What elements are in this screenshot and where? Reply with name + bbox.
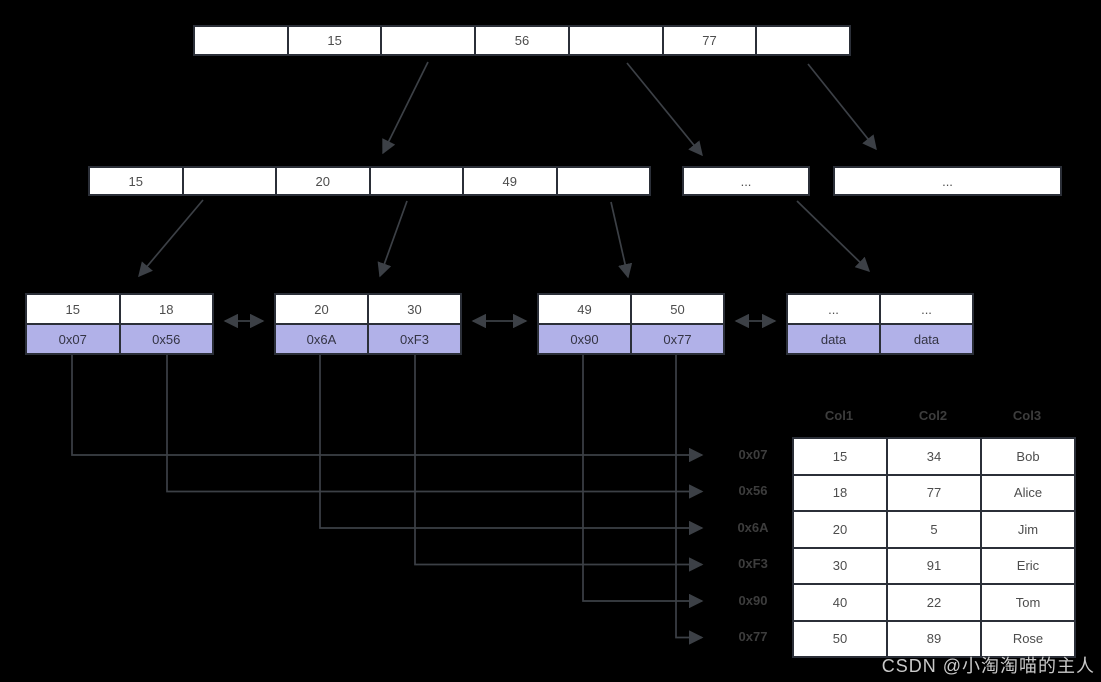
internal-cell: ... xyxy=(740,173,752,189)
internal-cell: ... xyxy=(942,173,953,189)
root-cell: 77 xyxy=(664,27,758,54)
leaf-pointer-cell: 0x07 xyxy=(27,325,121,353)
leaf-pointer-cell: 0x90 xyxy=(539,325,632,353)
pointer-connector-0x07 xyxy=(71,353,704,463)
leaf-key-cell: 18 xyxy=(120,295,212,323)
watermark: CSDN @小淘淘喵的主人 xyxy=(881,656,1095,676)
internal-cell: 20 xyxy=(277,168,371,194)
leaf-pointer-cell: data xyxy=(881,325,972,353)
leaf-node-1: 15 18 0x07 0x56 xyxy=(25,293,214,355)
table-cell: Eric xyxy=(982,548,1076,585)
table-cell: 77 xyxy=(888,475,982,512)
table-cell: Jim xyxy=(982,512,1076,549)
internal-cell: 15 xyxy=(90,168,184,194)
leaf-node-4: ... ... data data xyxy=(786,293,974,355)
table-header-col2: Col2 xyxy=(918,408,948,423)
internal-cell xyxy=(558,168,650,194)
root-cell: 56 xyxy=(476,27,570,54)
table-cell: 15 xyxy=(794,439,888,476)
table-cell: 30 xyxy=(794,548,888,585)
address-label: 0x07 xyxy=(738,447,768,462)
arrow-root-to-internal-1 xyxy=(382,61,429,155)
internal-cell xyxy=(184,168,277,194)
pointer-connector-0x6A xyxy=(319,353,704,536)
internal-cell: 49 xyxy=(464,168,558,194)
leaf-key-cell: 50 xyxy=(632,295,723,323)
leaf-pointer-cell: 0x77 xyxy=(632,325,723,353)
address-label: 0xF3 xyxy=(738,556,768,571)
internal-node-3: ... xyxy=(833,166,1062,196)
root-cell xyxy=(757,27,849,54)
leaf-key-cell: ... xyxy=(881,295,972,323)
arrow-internal-to-leaf-4 xyxy=(796,200,871,273)
leaf-pointer-cell: 0x56 xyxy=(120,325,212,353)
address-label: 0x77 xyxy=(738,629,768,644)
pointer-connector-0x77 xyxy=(675,353,704,645)
address-label: 0x90 xyxy=(738,593,768,608)
table-cell: 34 xyxy=(888,439,982,476)
leaf-key-cell: 20 xyxy=(276,295,369,323)
root-cell xyxy=(382,27,477,54)
table-cell: Bob xyxy=(982,439,1076,476)
internal-cell xyxy=(371,168,464,194)
table-cell: 89 xyxy=(888,621,982,658)
table-cell: 22 xyxy=(888,585,982,622)
leaf-key-cell: 15 xyxy=(27,295,121,323)
internal-node-1: 15 20 49 xyxy=(88,166,651,196)
table-header-col1: Col1 xyxy=(824,408,854,423)
leaf-node-2: 20 30 0x6A 0xF3 xyxy=(274,293,462,355)
leaf-pointer-cell: 0xF3 xyxy=(369,325,460,353)
arrow-internal-to-leaf-2 xyxy=(377,200,408,278)
root-cell xyxy=(195,27,289,54)
root-node: 15 56 77 xyxy=(193,25,851,56)
root-cell xyxy=(570,27,664,54)
arrow-root-to-internal-2 xyxy=(626,62,703,157)
table-cell: 91 xyxy=(888,548,982,585)
table-cell: 40 xyxy=(794,585,888,622)
internal-node-2: ... xyxy=(682,166,810,196)
table-header-col3: Col3 xyxy=(1012,408,1042,423)
leaf-key-cell: 49 xyxy=(539,295,632,323)
table-cell: Alice xyxy=(982,475,1076,512)
arrow-internal-to-leaf-1 xyxy=(138,199,204,278)
leaf-key-cell: ... xyxy=(788,295,881,323)
leaf-pointer-cell: 0x6A xyxy=(276,325,369,353)
address-label: 0x56 xyxy=(738,483,768,498)
pointer-connector-0xF3 xyxy=(414,353,704,572)
root-cell: 15 xyxy=(289,27,383,54)
table-cell: 5 xyxy=(888,512,982,549)
arrow-root-to-internal-3 xyxy=(807,63,877,151)
arrow-internal-to-leaf-3 xyxy=(610,201,633,279)
record-table: 15 34 Bob 18 77 Alice 20 5 Jim 30 91 Eri… xyxy=(792,437,1076,658)
table-cell: 18 xyxy=(794,475,888,512)
leaf-key-cell: 30 xyxy=(369,295,460,323)
pointer-connector-0x90 xyxy=(582,353,704,609)
table-cell: Tom xyxy=(982,585,1076,622)
address-label: 0x6A xyxy=(737,520,769,535)
table-cell: Rose xyxy=(982,621,1076,658)
leaf-pointer-cell: data xyxy=(788,325,881,353)
leaf-node-3: 49 50 0x90 0x77 xyxy=(537,293,725,355)
pointer-connector-0x56 xyxy=(166,353,704,499)
table-cell: 50 xyxy=(794,621,888,658)
table-cell: 20 xyxy=(794,512,888,549)
